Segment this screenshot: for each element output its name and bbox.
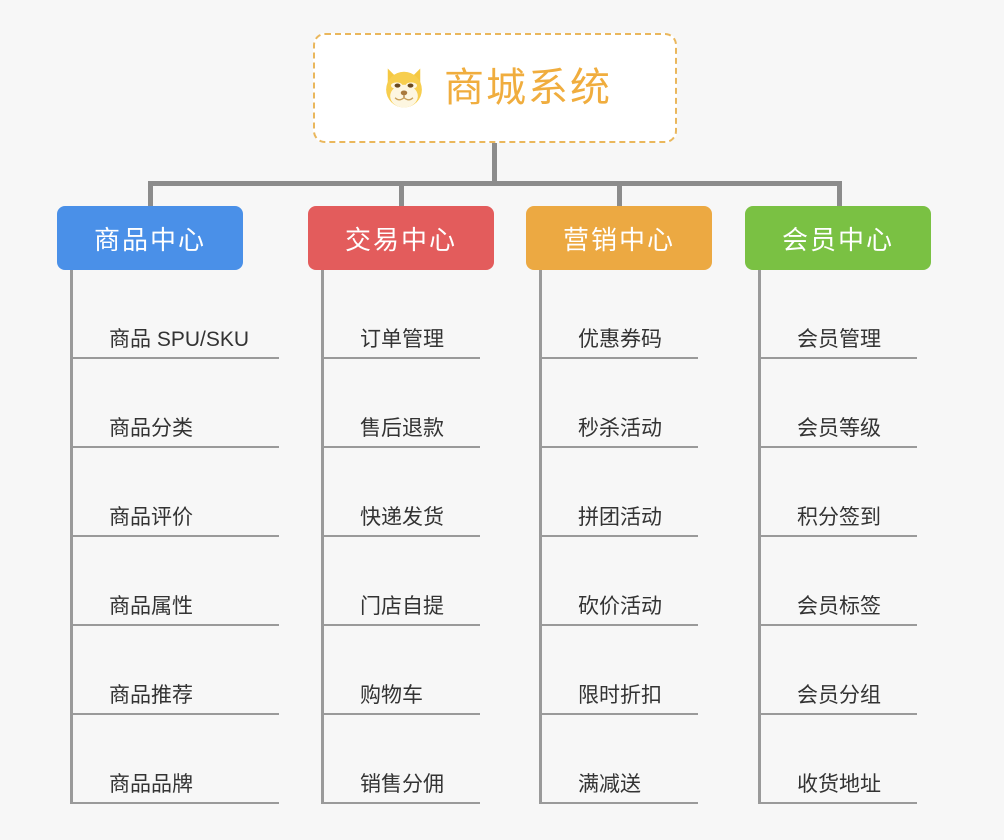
leaf-item[interactable]: 拼团活动 <box>542 448 712 537</box>
leaf-item[interactable]: 商品推荐 <box>73 626 279 715</box>
leaf-underline <box>73 713 279 715</box>
leaf-item[interactable]: 订单管理 <box>324 270 494 359</box>
leaf-label: 拼团活动 <box>578 506 662 529</box>
leaf-underline <box>73 624 279 626</box>
leaf-label: 会员等级 <box>797 417 881 440</box>
branch-column-marketing: 营销中心 优惠券码 秒杀活动 拼团活动 砍价活动 限时折扣 <box>526 206 712 804</box>
leaf-underline <box>73 446 279 448</box>
leaf-item[interactable]: 积分签到 <box>761 448 931 537</box>
leaf-label: 购物车 <box>360 684 423 707</box>
root-title: 商城系统 <box>444 66 612 110</box>
leaf-label: 商品分类 <box>109 417 193 440</box>
leaf-underline <box>73 802 279 804</box>
leaf-item[interactable]: 会员分组 <box>761 626 931 715</box>
leaf-list-marketing: 优惠券码 秒杀活动 拼团活动 砍价活动 限时折扣 满减送 <box>539 270 712 804</box>
leaf-label: 会员分组 <box>797 684 881 707</box>
leaf-underline <box>542 802 698 804</box>
leaf-item[interactable]: 满减送 <box>542 715 712 804</box>
leaf-label: 订单管理 <box>360 328 444 351</box>
leaf-underline <box>542 446 698 448</box>
branch-column-trade: 交易中心 订单管理 售后退款 快递发货 门店自提 购物车 <box>308 206 494 804</box>
leaf-label: 秒杀活动 <box>578 417 662 440</box>
leaf-underline <box>761 624 917 626</box>
category-box-trade[interactable]: 交易中心 <box>308 206 494 270</box>
leaf-item[interactable]: 销售分佣 <box>324 715 494 804</box>
leaf-label: 砍价活动 <box>578 595 662 618</box>
category-label: 交易中心 <box>344 224 457 255</box>
leaf-label: 满减送 <box>578 773 641 796</box>
leaf-underline <box>324 802 480 804</box>
leaf-underline <box>542 624 698 626</box>
leaf-underline <box>761 357 917 359</box>
leaf-label: 门店自提 <box>360 595 444 618</box>
leaf-label: 收货地址 <box>797 773 881 796</box>
leaf-underline <box>324 357 480 359</box>
leaf-item[interactable]: 优惠券码 <box>542 270 712 359</box>
leaf-item[interactable]: 收货地址 <box>761 715 931 804</box>
trunk-drop-3 <box>617 181 622 208</box>
leaf-item[interactable]: 商品品牌 <box>73 715 279 804</box>
root-node[interactable]: 商城系统 <box>313 33 677 143</box>
leaf-underline <box>73 357 279 359</box>
leaf-underline <box>761 802 917 804</box>
leaf-item[interactable]: 会员管理 <box>761 270 931 359</box>
leaf-underline <box>324 713 480 715</box>
category-box-member[interactable]: 会员中心 <box>745 206 931 270</box>
leaf-item[interactable]: 会员标签 <box>761 537 931 626</box>
leaf-label: 会员管理 <box>797 328 881 351</box>
leaf-underline <box>324 535 480 537</box>
leaf-list-product: 商品 SPU/SKU 商品分类 商品评价 商品属性 商品推荐 商品品牌 <box>70 270 279 804</box>
leaf-underline <box>542 357 698 359</box>
leaf-underline <box>542 713 698 715</box>
trunk-stem <box>492 143 497 183</box>
leaf-item[interactable]: 秒杀活动 <box>542 359 712 448</box>
category-box-product[interactable]: 商品中心 <box>57 206 243 270</box>
category-label: 会员中心 <box>781 224 894 255</box>
leaf-underline <box>73 535 279 537</box>
leaf-item[interactable]: 商品评价 <box>73 448 279 537</box>
leaf-label: 销售分佣 <box>360 773 444 796</box>
leaf-item[interactable]: 商品 SPU/SKU <box>73 270 279 359</box>
trunk-horizontal-bar <box>148 181 842 186</box>
leaf-underline <box>542 535 698 537</box>
category-box-marketing[interactable]: 营销中心 <box>526 206 712 270</box>
leaf-label: 售后退款 <box>360 417 444 440</box>
leaf-label: 商品推荐 <box>109 684 193 707</box>
leaf-underline <box>761 535 917 537</box>
leaf-item[interactable]: 售后退款 <box>324 359 494 448</box>
leaf-item[interactable]: 快递发货 <box>324 448 494 537</box>
leaf-item[interactable]: 门店自提 <box>324 537 494 626</box>
leaf-list-trade: 订单管理 售后退款 快递发货 门店自提 购物车 销售分佣 <box>321 270 494 804</box>
trunk-drop-4 <box>837 181 842 208</box>
leaf-item[interactable]: 限时折扣 <box>542 626 712 715</box>
leaf-label: 商品属性 <box>109 595 193 618</box>
leaf-label: 限时折扣 <box>578 684 662 707</box>
category-label: 营销中心 <box>562 224 675 255</box>
trunk-drop-1 <box>148 181 153 208</box>
shiba-dog-face-icon <box>386 68 422 110</box>
leaf-label: 商品品牌 <box>109 773 193 796</box>
leaf-label: 会员标签 <box>797 595 881 618</box>
leaf-item[interactable]: 砍价活动 <box>542 537 712 626</box>
leaf-underline <box>324 624 480 626</box>
branch-column-member: 会员中心 会员管理 会员等级 积分签到 会员标签 会员分组 <box>745 206 931 804</box>
leaf-item[interactable]: 购物车 <box>324 626 494 715</box>
leaf-label: 积分签到 <box>797 506 881 529</box>
leaf-item[interactable]: 会员等级 <box>761 359 931 448</box>
leaf-item[interactable]: 商品属性 <box>73 537 279 626</box>
category-label: 商品中心 <box>93 224 206 255</box>
leaf-underline <box>761 446 917 448</box>
leaf-underline <box>761 713 917 715</box>
leaf-label: 商品评价 <box>109 506 193 529</box>
leaf-label: 商品 SPU/SKU <box>109 328 250 351</box>
branch-column-product: 商品中心 商品 SPU/SKU 商品分类 商品评价 商品属性 商品推荐 <box>57 206 279 804</box>
leaf-underline <box>324 446 480 448</box>
leaf-label: 优惠券码 <box>578 328 662 351</box>
leaf-item[interactable]: 商品分类 <box>73 359 279 448</box>
leaf-label: 快递发货 <box>360 506 444 529</box>
trunk-drop-2 <box>399 181 404 208</box>
leaf-list-member: 会员管理 会员等级 积分签到 会员标签 会员分组 收货地址 <box>758 270 931 804</box>
